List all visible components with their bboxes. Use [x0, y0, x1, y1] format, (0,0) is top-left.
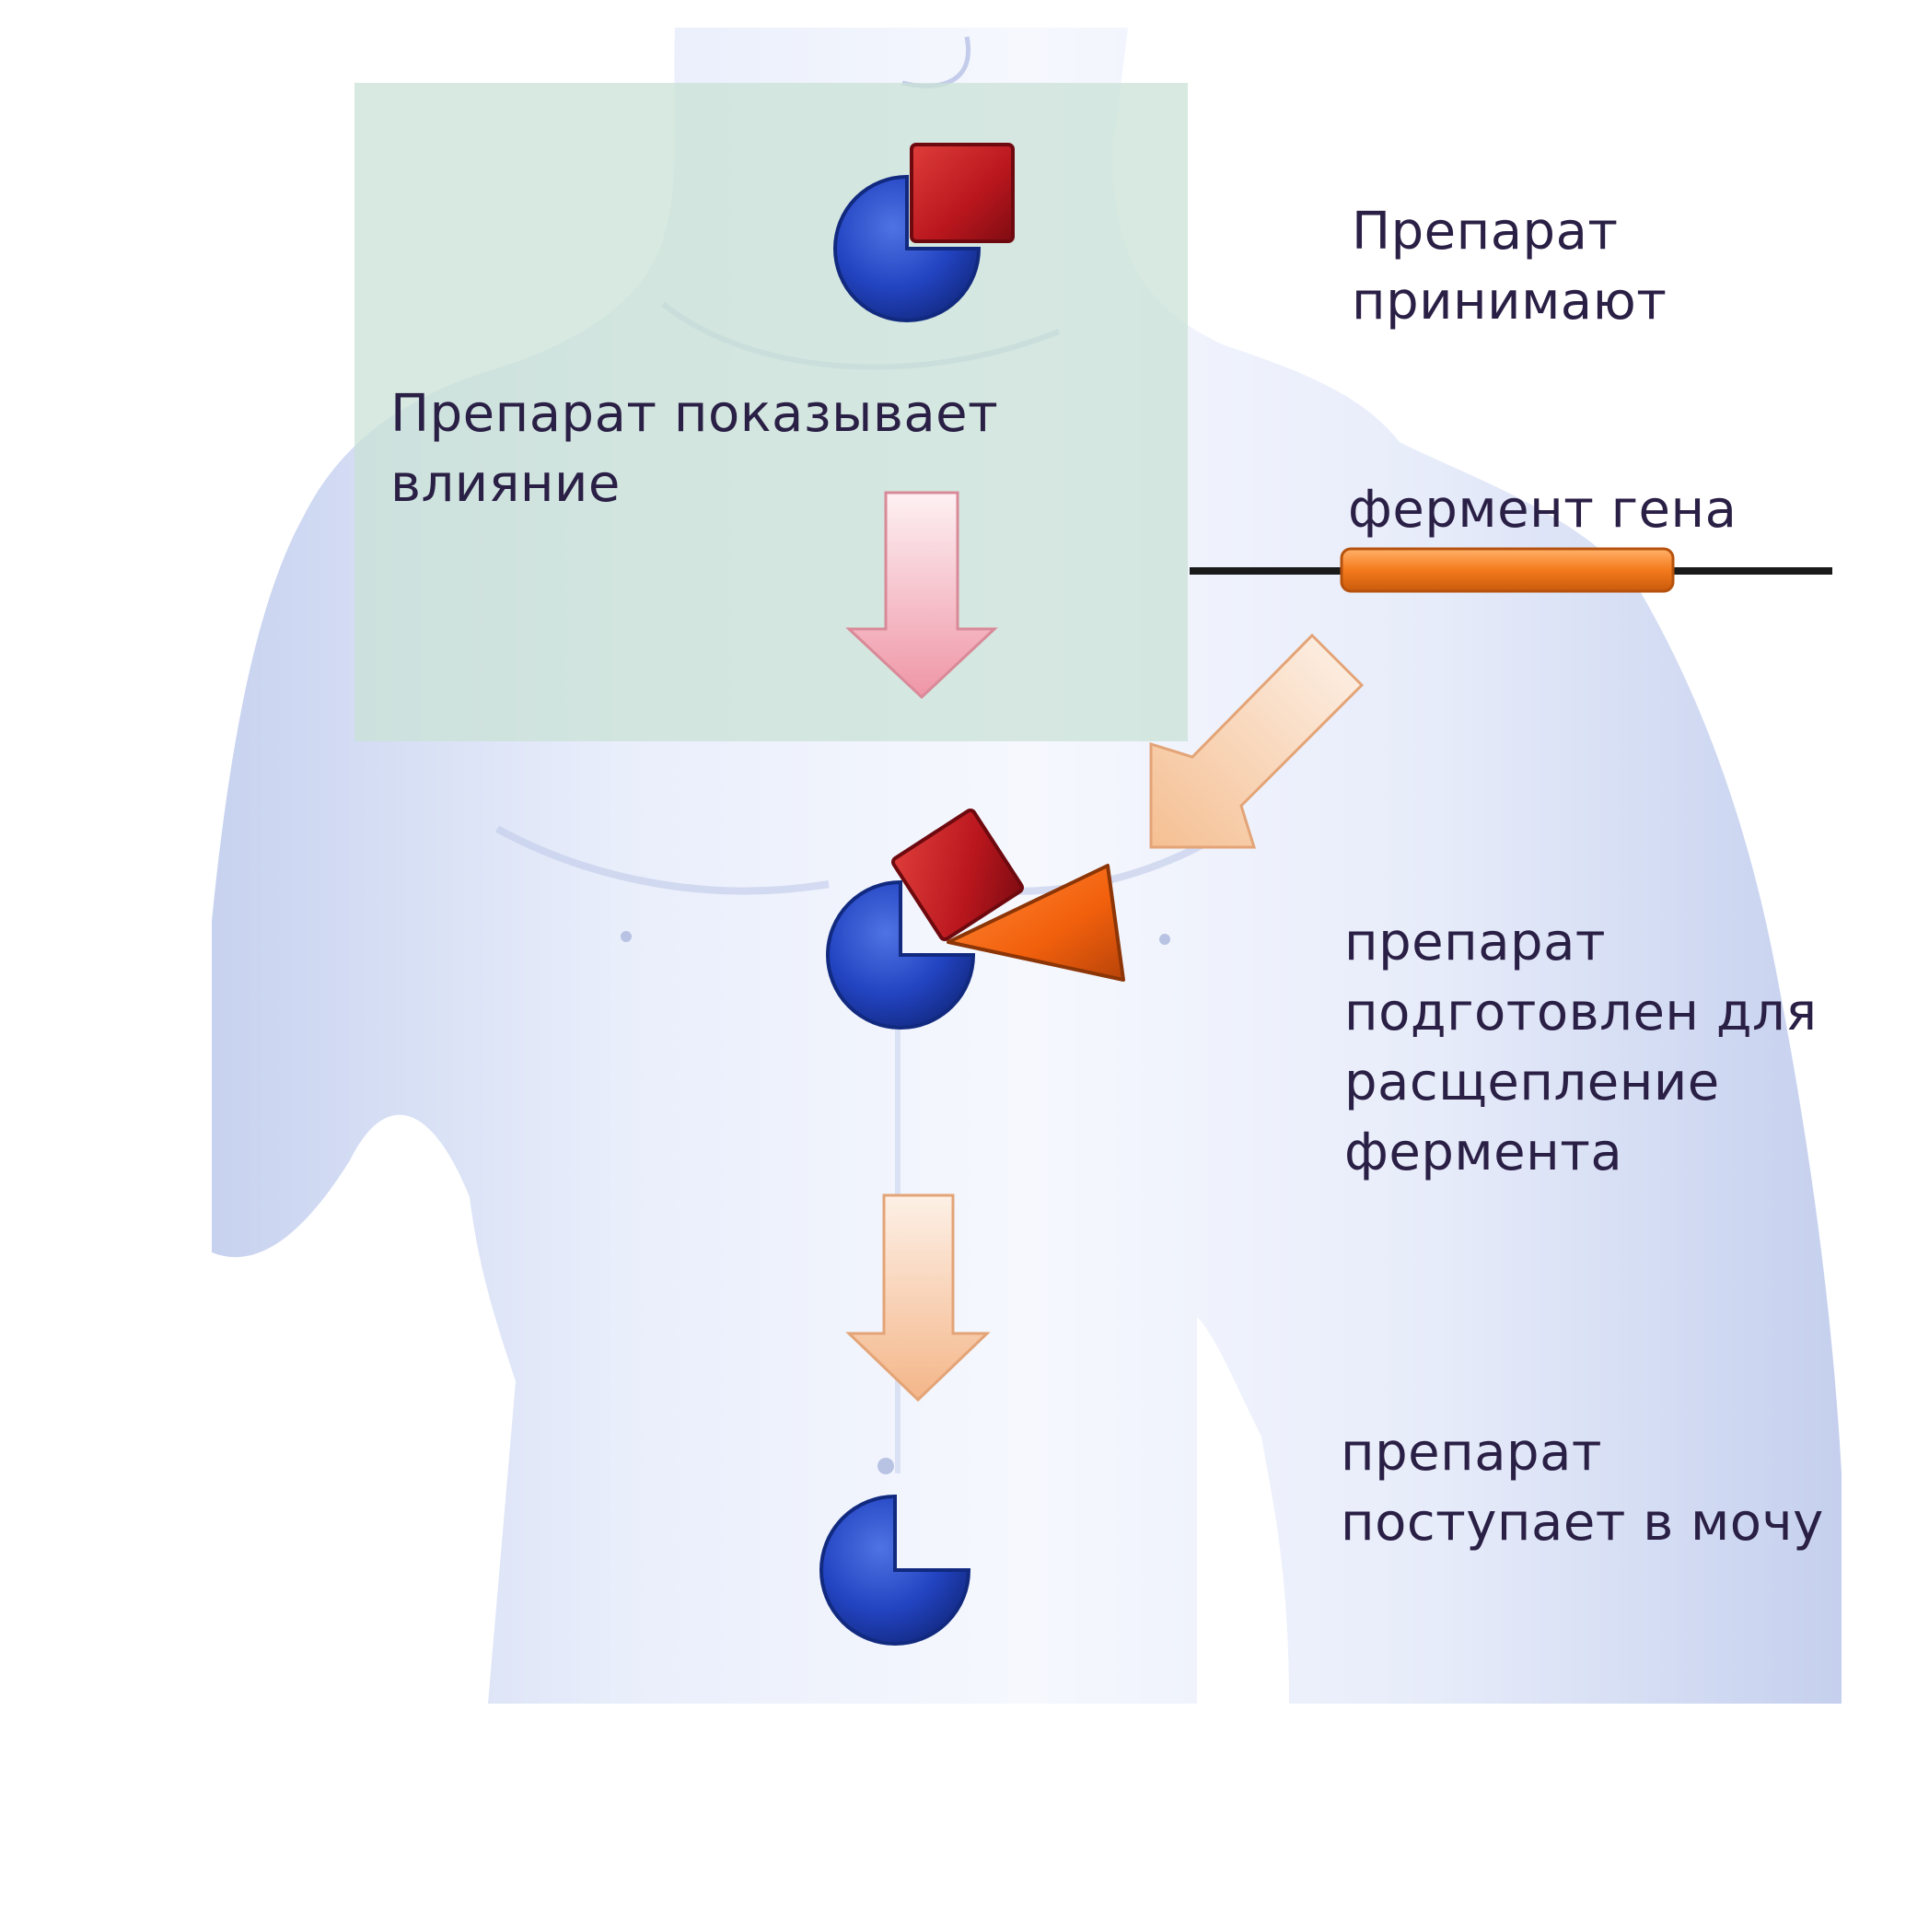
label-line: принимают — [1352, 272, 1668, 332]
label-drug-effect: Препарат показывает влияние — [390, 379, 998, 519]
label-line: Препарат показывает — [390, 384, 999, 444]
label-line: подготовлен для — [1344, 983, 1818, 1042]
red-square-icon — [910, 143, 1015, 243]
label-gene-enzyme: фермент гена — [1348, 475, 1737, 545]
label-line: препарат — [1344, 913, 1607, 972]
label-drug-urine: препарат поступает в мочу — [1341, 1418, 1824, 1558]
arrow-down-peach-icon — [845, 1193, 991, 1402]
label-line: фермента — [1344, 1123, 1623, 1182]
arrow-diagonal-peach-icon — [1149, 633, 1365, 849]
label-drug-prepared: препарат подготовлен для расщепление фер… — [1344, 908, 1818, 1188]
gene-icon — [1190, 547, 1832, 593]
arrow-down-pink-icon — [845, 491, 998, 700]
drug-molecule-urine — [819, 1494, 971, 1646]
label-line: препарат — [1341, 1423, 1603, 1483]
drug-molecule-taken — [833, 143, 1015, 322]
drug-molecule-prepared — [826, 808, 1125, 1030]
highlight-region — [354, 83, 1188, 741]
orange-triangle-icon — [947, 864, 1125, 982]
label-line: фермент гена — [1348, 480, 1737, 540]
pie-three-quarter-icon — [826, 879, 976, 1030]
red-square-icon — [890, 808, 1025, 942]
label-line: Препарат — [1352, 202, 1619, 262]
label-line: влияние — [390, 454, 621, 514]
pie-three-quarter-icon — [833, 174, 982, 322]
pie-three-quarter-icon — [819, 1494, 971, 1646]
label-line: поступает в мочу — [1341, 1493, 1824, 1553]
label-drug-taken: Препарат принимают — [1352, 197, 1667, 337]
label-line: расщепление — [1344, 1053, 1720, 1112]
